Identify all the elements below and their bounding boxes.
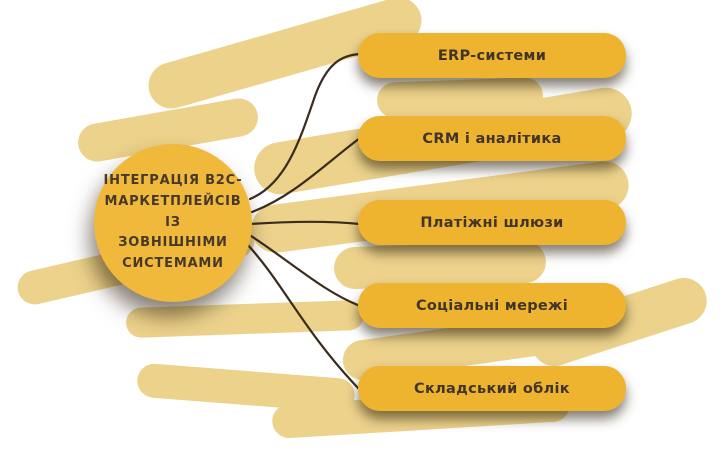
- hub-title-line: ІНТЕГРАЦІЯ B2C-: [103, 173, 243, 188]
- node-social-networks-label: Соціальні мережі: [415, 297, 569, 314]
- node-crm: CRM і аналітика: [358, 116, 626, 161]
- hub-title: ІНТЕГРАЦІЯ B2C- МАРКЕТПЛЕЙСІВ ІЗ ЗОВНІШН…: [94, 171, 252, 275]
- node-payment-gateways-label: Платіжні шлюзи: [420, 214, 564, 231]
- node-erp: ERP-системи: [358, 33, 626, 78]
- connector-erp: [248, 52, 362, 201]
- node-payment-gateways: Платіжні шлюзи: [358, 200, 626, 245]
- connector-warehouse: [245, 242, 360, 390]
- hub-circle: ІНТЕГРАЦІЯ B2C- МАРКЕТПЛЕЙСІВ ІЗ ЗОВНІШН…: [94, 144, 252, 302]
- connector-crm: [250, 136, 362, 214]
- node-warehouse-accounting: Складський облік: [358, 366, 626, 411]
- connector-payment: [248, 220, 362, 226]
- node-crm-label: CRM і аналітика: [422, 130, 562, 147]
- node-erp-label: ERP-системи: [437, 47, 547, 64]
- hub-title-line: ЗОВНІШНІМИ: [118, 235, 228, 251]
- node-social-networks: Соціальні мережі: [358, 283, 626, 328]
- hub-title-line: СИСТЕМАМИ: [122, 256, 224, 272]
- hub-title-line: МАРКЕТПЛЕЙСІВ ІЗ: [104, 193, 242, 230]
- node-warehouse-accounting-label: Складський облік: [414, 380, 570, 397]
- connector-social: [246, 232, 362, 308]
